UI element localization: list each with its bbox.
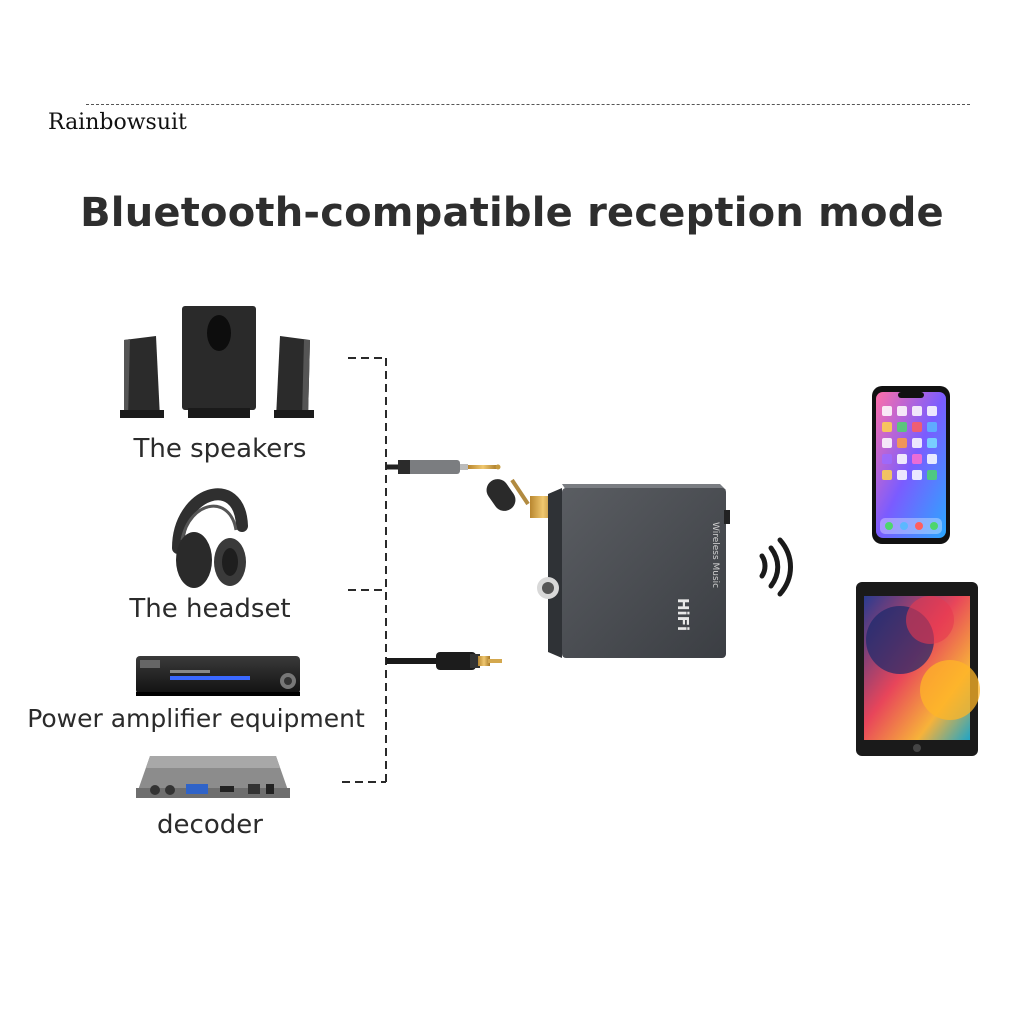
connection-bracket <box>342 357 387 783</box>
receiver-brand-label: HiFi <box>674 598 692 632</box>
headphones-icon <box>172 488 248 588</box>
device-label-decoder: decoder <box>157 810 263 840</box>
decoder-icon <box>136 756 290 798</box>
device-label-headset: The headset <box>129 594 291 624</box>
receiver-model-label: Wireless Music <box>710 522 720 589</box>
brand-watermark: Rainbowsuit <box>48 110 187 135</box>
tablet-icon <box>856 582 980 756</box>
speakers-icon <box>120 306 314 418</box>
wireless-signal-icon <box>759 537 793 597</box>
device-label-speakers: The speakers <box>133 434 307 464</box>
rca-cable-icon <box>386 652 502 670</box>
bluetooth-receiver-icon <box>486 478 730 658</box>
aux-cable-icon <box>386 460 501 474</box>
device-label-amplifier: Power amplifier equipment <box>27 704 365 733</box>
smartphone-icon <box>872 386 950 544</box>
amplifier-icon <box>136 656 300 696</box>
brand-divider <box>86 104 970 105</box>
page-title: Bluetooth-compatible reception mode <box>80 190 944 236</box>
